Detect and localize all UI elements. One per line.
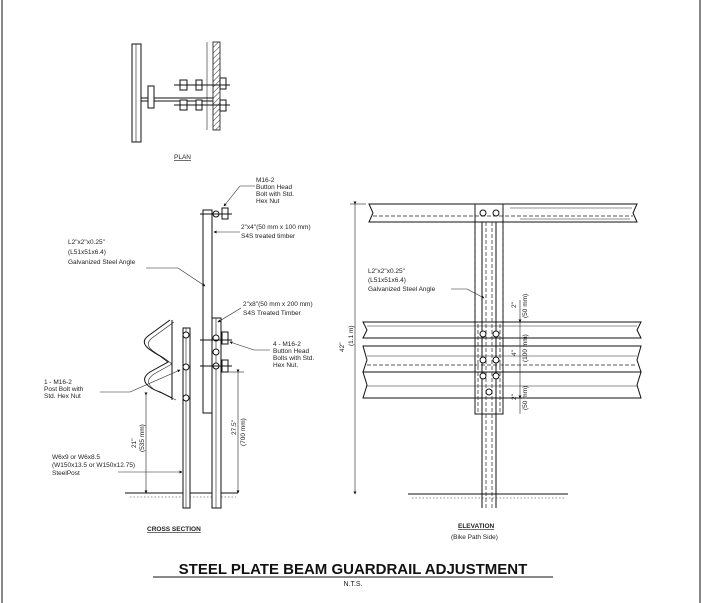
callout-post: W6x9 or W6x8.5 (W150x13.5 or W150x12.75)… xyxy=(52,454,137,477)
elev-bolts xyxy=(479,209,500,396)
dim-275: 27.5" (700 mm) xyxy=(228,369,247,494)
elev-callout-angle: L2"x2"x0.25" (L51x51x6.4) Galvanized Ste… xyxy=(368,268,436,293)
plan-view: PLAN xyxy=(131,41,230,161)
dim-4-label: 4" xyxy=(511,349,518,356)
elev-small-dims: 2" (50 mm) 4" (100 mm) 2" (50 mm) xyxy=(511,294,529,414)
dim-50b-label: (50 mm) xyxy=(522,386,529,410)
dim-2a-label: 2" xyxy=(511,301,518,308)
dim-2b-label: 2" xyxy=(511,393,518,400)
dim-700-label: (700 mm) xyxy=(240,418,247,446)
elevation-sublabel: (Bike Path Side) xyxy=(451,534,498,541)
dim-21: 21" (535 mm) xyxy=(131,392,148,494)
elevation-label: ELEVATION xyxy=(458,523,495,530)
elev-post xyxy=(474,203,504,508)
callout-bolt-top: M16-2 Button Head Bolt with Std. Hex Nut xyxy=(256,177,296,205)
dim-11-label: (1.1 m) xyxy=(348,325,355,346)
callout-angle: L2"x2"x0.25" (L51x51x6.4) Galvanized Ste… xyxy=(68,239,136,266)
plan-label: PLAN xyxy=(174,154,191,161)
dim-275-label: 27.5" xyxy=(231,419,238,435)
callout-post-bolt: 1 - M16-2 Post Bolt with Std. Hex Nut xyxy=(44,379,85,400)
callout-timber-top: 2"x4"(50 mm x 100 mm) S4S treated timber xyxy=(241,224,312,240)
dim-100-label: (100 mm) xyxy=(522,334,529,362)
cross-bolts xyxy=(182,207,232,402)
elev-rail xyxy=(362,321,642,399)
dim-42-label: 42" xyxy=(339,342,346,352)
dim-535-label: (535 mm) xyxy=(139,424,146,452)
dim-42: 42" (1.1 m) xyxy=(339,201,366,495)
elevation-view: 42" (1.1 m) 2" (50 mm) 4" (100 mm) 2" (5… xyxy=(339,201,642,541)
drawing-title: STEEL PLATE BEAM GUARDRAIL ADJUSTMENT xyxy=(179,561,528,578)
drawing-scale: N.T.S. xyxy=(343,581,362,588)
callout-bolts-4: 4 - M16-2 Button Head Bolts with Std. He… xyxy=(273,341,316,369)
title-block: STEEL PLATE BEAM GUARDRAIL ADJUSTMENT N.… xyxy=(153,561,553,588)
cross-section-view: 21" (535 mm) 27.5" (700 mm) M16-2 Button… xyxy=(44,177,316,533)
plan-bolts xyxy=(147,77,230,112)
callout-timber-bottom: 2"x8"(50 mm x 200 mm) S4S Treated Timber xyxy=(243,301,314,317)
dim-21-label: 21" xyxy=(131,438,138,448)
cross-section-label: CROSS SECTION xyxy=(147,526,201,533)
dim-50a-label: (50 mm) xyxy=(522,294,529,318)
